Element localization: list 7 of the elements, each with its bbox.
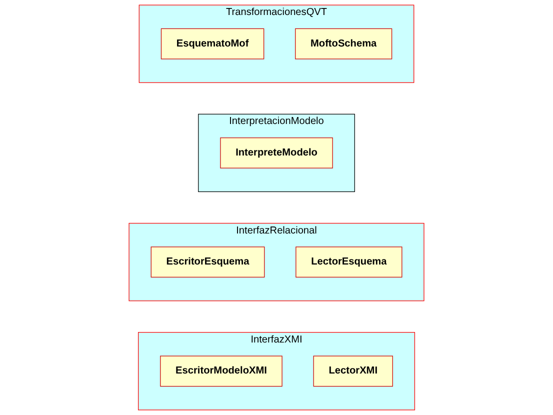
node-box: MoftoSchema	[295, 28, 392, 60]
node-box: LectorEsquema	[296, 246, 402, 278]
node-box: LectorXMI	[313, 356, 393, 387]
node-box: EscritorModeloXMI	[160, 356, 282, 387]
node-box: EscritorEsquema	[150, 246, 265, 278]
node-box: EsquematoMof	[160, 28, 264, 60]
node-box: InterpreteModelo	[220, 138, 333, 168]
